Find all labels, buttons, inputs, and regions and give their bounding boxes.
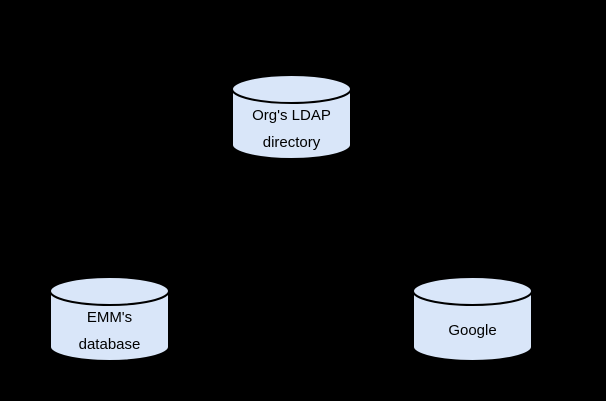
node-ldap-directory: Org's LDAP directory: [231, 74, 352, 160]
database-cylinder-icon: [412, 276, 533, 362]
node-emm-database: EMM's database: [49, 276, 170, 362]
cylinder-top-rim: [231, 88, 352, 104]
cylinder-silhouette: [231, 74, 352, 160]
database-cylinder-icon: [231, 74, 352, 160]
node-google: Google: [412, 276, 533, 362]
cylinder-silhouette: [49, 276, 170, 362]
database-cylinder-icon: [49, 276, 170, 362]
cylinder-top-rim: [412, 290, 533, 306]
cylinder-top-rim: [49, 290, 170, 306]
cylinder-silhouette: [412, 276, 533, 362]
